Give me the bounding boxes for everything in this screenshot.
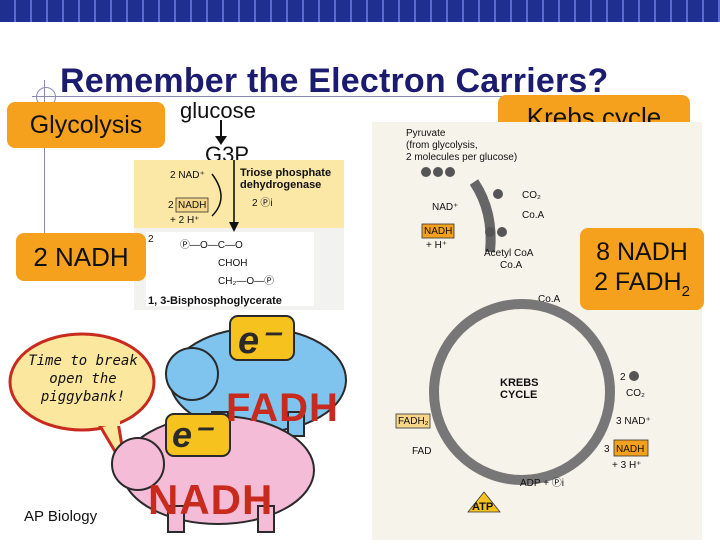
atp-star-icon <box>467 491 501 513</box>
co2-top: CO₂ <box>522 190 541 201</box>
coa-mid: Co.A <box>500 260 523 271</box>
piggybank-cartoons <box>111 315 347 533</box>
co2-molecule <box>493 189 503 199</box>
glycolysis-label: Glycolysis <box>7 102 165 148</box>
enzyme-text-2: dehydrogenase <box>240 179 321 191</box>
fadh-coin-icon <box>229 315 295 361</box>
title-rule-horizontal <box>32 96 642 97</box>
acetyl-molecule <box>485 227 507 237</box>
three-prefix: 3 <box>604 444 610 455</box>
h-text: + 2 H⁺ <box>170 215 199 226</box>
nadh-coin-icon <box>165 413 231 457</box>
nadh-cartoon-text: NADH <box>148 476 274 523</box>
nad-three: 3 NAD⁺ <box>616 416 651 427</box>
fad-text: FAD <box>412 446 431 457</box>
enzyme-text-1: Triose phosphate <box>240 167 331 179</box>
speech-bubble-text: Time to break open the piggybank! <box>28 353 138 406</box>
nadh-piggybank <box>111 413 315 533</box>
fadh2-text: FADH₂ <box>398 416 429 427</box>
nad-text: 2 NAD⁺ <box>170 170 205 181</box>
two-fadh-subscript: 2 <box>681 283 690 300</box>
two-fadh-text: 2 FADH2 <box>594 267 690 301</box>
h-plus: + H⁺ <box>426 240 447 251</box>
title-rule-vertical <box>44 80 45 280</box>
two-fadh-prefix: 2 FADH <box>594 268 682 296</box>
two-text: 2 <box>148 234 154 245</box>
krebs-cycle-diagram: Pyruvate (from glycolysis, 2 molecules p… <box>372 122 702 540</box>
electron-bottom: e⁻ <box>172 414 212 455</box>
co2-right-molecules <box>629 371 639 381</box>
formula-bot: CH₂—O—Ⓟ <box>218 275 274 287</box>
h-three: + 3 H⁺ <box>612 460 641 471</box>
pyruvate-molecule <box>421 167 455 177</box>
acetyl-coa: Acetyl CoA <box>484 248 534 259</box>
pyruvate-text-3: 2 molecules per glucose) <box>406 152 517 163</box>
two-nadh-label: 2 NADH <box>16 233 146 281</box>
nadh-prefix: 2 <box>168 200 174 211</box>
electron-top: e⁻ <box>238 320 280 362</box>
fadh-cartoon-text: FADH <box>226 386 339 430</box>
co2-right: CO₂ <box>626 388 645 399</box>
pyruvate-text-2: (from glycolysis, <box>406 140 478 151</box>
glycolysis-diagram: 2 NAD⁺ 2 NADH + 2 H⁺ Triose phosphate de… <box>134 160 344 310</box>
pyruvate-text-1: Pyruvate <box>406 128 446 139</box>
eight-nadh-text: 8 NADH <box>596 238 688 266</box>
nadh-three: NADH <box>616 444 644 455</box>
nad-plus: NAD⁺ <box>432 202 458 213</box>
eight-nadh-label: 8 NADH 2 FADH2 <box>580 228 704 310</box>
krebs-nadh: NADH <box>424 226 452 237</box>
adp-text: ADP + Ⓟi <box>520 477 564 489</box>
co2-right-prefix: 2 <box>620 372 626 383</box>
fadh-piggybank <box>165 315 347 437</box>
atp-text: ATP <box>472 501 493 513</box>
pi-text: 2 Ⓟi <box>252 197 273 209</box>
formula-top: Ⓟ—O—C—O <box>180 239 243 251</box>
top-banner <box>0 0 720 22</box>
coa-top: Co.A <box>522 210 545 221</box>
product-text: 1, 3-Bisphosphoglycerate <box>148 295 282 307</box>
coa-right: Co.A <box>538 294 561 305</box>
glucose-label: glucose <box>180 98 256 123</box>
page-title: Remember the Electron Carriers? <box>60 62 609 100</box>
formula-mid: CHOH <box>218 258 247 269</box>
glucose-arrow <box>215 120 227 145</box>
krebs-text-2: CYCLE <box>500 389 537 401</box>
nadh-text: NADH <box>178 200 206 211</box>
speech-bubble <box>8 332 156 471</box>
footer-label: AP Biology <box>24 508 98 525</box>
krebs-text-1: KREBS <box>500 377 539 389</box>
